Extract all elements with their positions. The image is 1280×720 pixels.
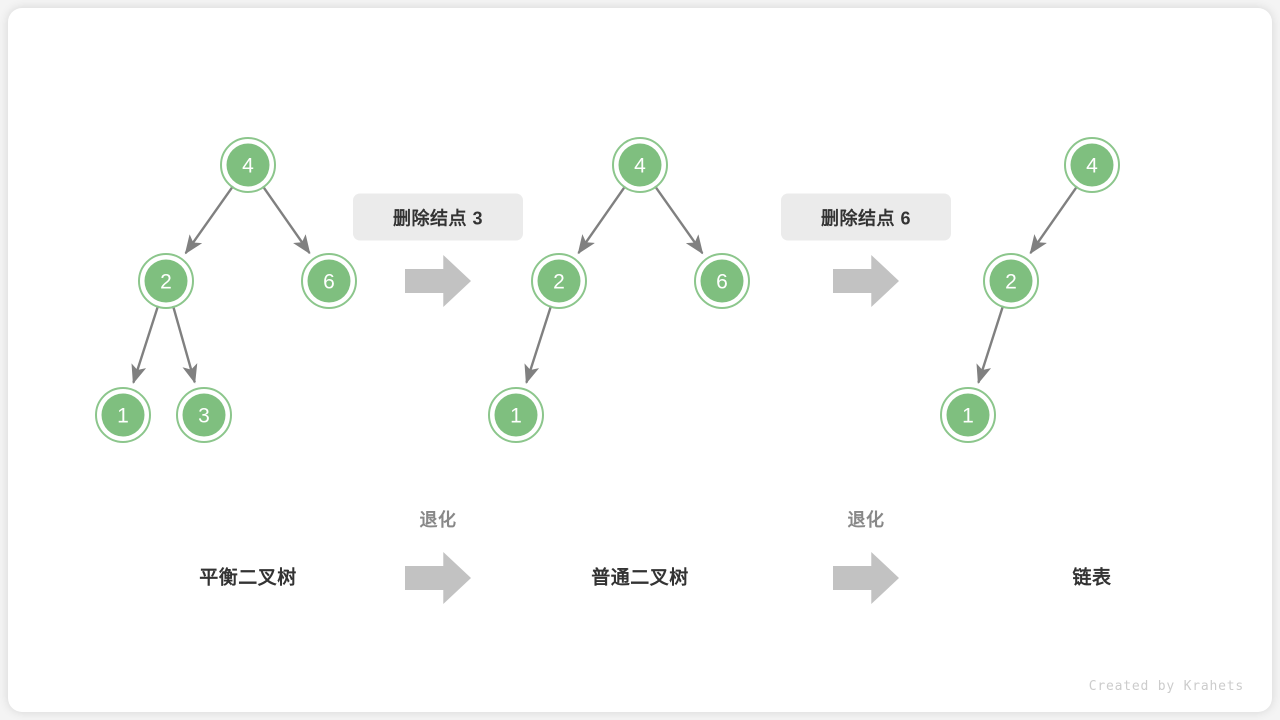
degrade-label-delete-node-6: 退化 — [847, 510, 885, 530]
stage-caption-balanced-tree: 平衡二叉树 — [199, 567, 297, 589]
node-circle — [946, 393, 990, 437]
node-circle — [618, 143, 662, 187]
operation-badge-delete-node-6: 删除结点 6 — [781, 193, 951, 241]
tree-edge — [261, 185, 311, 255]
watermark: Created by Krahets — [1088, 679, 1244, 694]
node-ring — [176, 387, 232, 443]
degrade-label-delete-node-3: 退化 — [419, 510, 457, 530]
node-ring — [95, 387, 151, 443]
node-ring — [983, 253, 1039, 309]
tree-node — [138, 253, 194, 309]
tree-node — [95, 387, 151, 443]
tree-node — [1064, 137, 1120, 193]
tree-edge — [654, 185, 704, 255]
degrade-arrow-delete-node-6 — [833, 552, 899, 604]
tree-edge — [171, 305, 198, 384]
tree-node — [612, 137, 668, 193]
stage-caption-ordinary-tree: 普通二叉树 — [591, 567, 689, 589]
tree-edge — [184, 185, 234, 255]
tree-node — [940, 387, 996, 443]
node-circle — [182, 393, 226, 437]
node-ring — [612, 137, 668, 193]
tree-edge — [524, 305, 553, 384]
tree-edge — [976, 305, 1005, 384]
block-arrows-layer — [405, 255, 899, 604]
node-circle — [101, 393, 145, 437]
node-ring — [531, 253, 587, 309]
tree-node — [220, 137, 276, 193]
tree-edge — [577, 185, 627, 255]
degrade-arrow-delete-node-3 — [405, 552, 471, 604]
node-circle — [1070, 143, 1114, 187]
tree-node — [488, 387, 544, 443]
node-circle — [700, 259, 744, 303]
node-circle — [144, 259, 188, 303]
node-ring — [694, 253, 750, 309]
node-ring — [138, 253, 194, 309]
node-circle — [226, 143, 270, 187]
tree-edge — [1029, 185, 1079, 255]
diagram-card — [8, 8, 1272, 712]
tree-node — [301, 253, 357, 309]
operation-badge-delete-node-3: 删除结点 3 — [353, 193, 523, 241]
transition-arrow-delete-node-6 — [833, 255, 899, 307]
tree-edge — [131, 305, 160, 384]
stage-caption-linked-list: 链表 — [1072, 567, 1112, 589]
tree-node — [983, 253, 1039, 309]
node-ring — [488, 387, 544, 443]
tree-node — [694, 253, 750, 309]
node-ring — [940, 387, 996, 443]
nodes-layer — [95, 137, 1120, 443]
node-ring — [1064, 137, 1120, 193]
tree-node — [531, 253, 587, 309]
node-circle — [494, 393, 538, 437]
tree-node — [176, 387, 232, 443]
node-circle — [307, 259, 351, 303]
edges-layer — [131, 185, 1079, 384]
transition-arrow-delete-node-3 — [405, 255, 471, 307]
node-circle — [537, 259, 581, 303]
node-circle — [989, 259, 1033, 303]
node-ring — [301, 253, 357, 309]
node-ring — [220, 137, 276, 193]
